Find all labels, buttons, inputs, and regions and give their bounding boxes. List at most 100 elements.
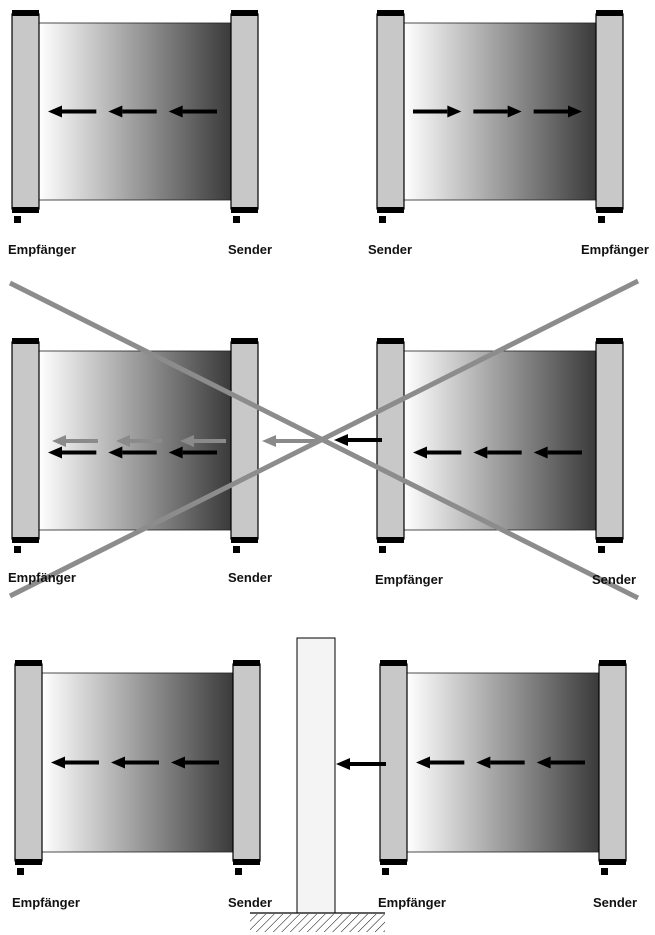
bar-body [376,13,405,210]
ghost-beam-arrow [262,435,320,447]
bar-cap-bottom [380,859,407,865]
beam-arrow [473,105,522,118]
connector-square [14,216,21,223]
right-label-sender: Sender [592,572,637,587]
beam-arrow [413,446,462,459]
connector-square [379,216,386,223]
bar-body [230,341,259,540]
beam-arrow [48,105,97,118]
ghost-beam-arrow [52,435,98,447]
beam-arrow [108,446,157,459]
bar-cap-bottom [231,207,258,213]
bar-cap-top [377,10,404,16]
left-label-receiver: Empfänger [8,242,76,257]
connector-square [382,868,389,875]
bar-cap-bottom [596,207,623,213]
bar-cap-top [231,338,258,344]
right-label-sender: Sender [228,570,273,585]
bar-body [11,13,40,210]
right-bar [230,10,259,223]
bar-cap-bottom [599,859,626,865]
bar-body [14,663,43,862]
left-label-receiver: Empfänger [8,570,76,585]
curtain-unit-1-1 [11,10,259,223]
bar-cap-bottom [377,537,404,543]
ghost-beam-arrow [116,435,162,447]
beam-arrow [533,446,582,459]
curtain-unit-2-2 [376,338,624,553]
bar-body [230,13,259,210]
left-label-receiver: Empfänger [375,572,443,587]
beam-arrow [108,105,157,118]
left-bar [376,338,405,553]
bar-body [595,13,624,210]
right-label-sender: Sender [228,895,273,910]
bar-cap-top [377,338,404,344]
bar-cap-top [12,338,39,344]
curtain-unit-1-2 [376,10,624,223]
connector-square [14,546,21,553]
right-bar [595,10,624,223]
curtain-unit-3-1 [14,660,261,875]
right-label-sender: Sender [228,242,273,257]
bar-cap-bottom [15,859,42,865]
beam-arrow [533,105,582,118]
right-bar [232,660,261,875]
beam-arrow [168,446,217,459]
right-label-receiver: Empfänger [581,242,649,257]
left-bar [11,338,40,553]
crossing-beam-arrow [334,434,382,446]
beam-arrow [416,756,465,769]
connector-square [233,546,240,553]
bar-cap-bottom [377,207,404,213]
beam-arrow [168,105,217,118]
bar-cap-top [12,10,39,16]
beam-arrow [473,446,522,459]
connector-square [601,868,608,875]
left-label-sender: Sender [368,242,413,257]
beam-arrow [476,756,525,769]
connector-square [235,868,242,875]
beam-arrow [171,756,219,769]
bar-cap-top [596,338,623,344]
bar-cap-bottom [596,537,623,543]
right-bar [598,660,627,875]
ground-hatching [250,914,385,932]
obstacle [250,637,386,932]
bar-cap-top [15,660,42,666]
beam-arrow [413,105,462,118]
left-bar [379,660,408,875]
reflected-beam-arrow [336,758,386,770]
curtain-unit-3-2 [379,660,627,875]
right-label-sender: Sender [593,895,638,910]
bar-cap-top [596,10,623,16]
beam-arrow [111,756,159,769]
ghost-beam-arrow [180,435,226,447]
bar-cap-bottom [233,859,260,865]
right-bar [230,338,259,553]
connector-square [233,216,240,223]
left-label-receiver: Empfänger [378,895,446,910]
right-bar [595,338,624,553]
beam-arrow [536,756,585,769]
bar-cap-top [599,660,626,666]
left-bar [14,660,43,875]
bar-body [595,341,624,540]
left-label-receiver: Empfänger [12,895,80,910]
bar-cap-top [380,660,407,666]
left-bar [11,10,40,223]
beam-arrow [51,756,99,769]
bar-cap-bottom [12,537,39,543]
obstacle-panel [296,637,336,914]
connector-square [598,546,605,553]
prohibited-cross [8,278,640,601]
bar-body [11,341,40,540]
beam-arrow [48,446,97,459]
connector-square [17,868,24,875]
bar-cap-bottom [231,537,258,543]
light-field [403,350,597,531]
cross-line-b [8,278,640,599]
curtain-unit-2-1 [11,338,259,553]
bar-cap-top [233,660,260,666]
